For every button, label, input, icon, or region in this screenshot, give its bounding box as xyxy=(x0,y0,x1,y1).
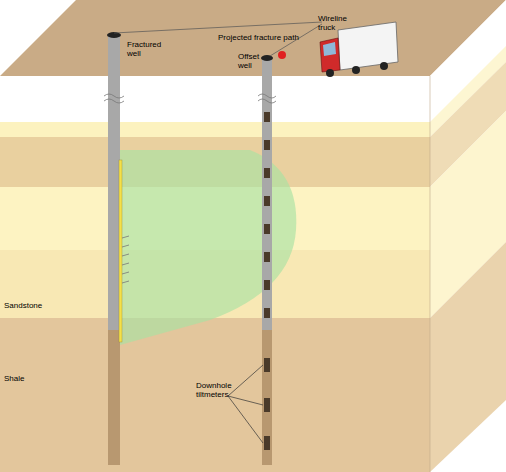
fracture-plane xyxy=(119,160,122,342)
well-label: Offset well xyxy=(238,52,264,70)
leader-lines xyxy=(228,365,263,443)
truck-label: Wireline truck xyxy=(318,14,358,32)
layer-gap xyxy=(0,76,430,122)
layer-label: Shale xyxy=(4,374,54,383)
layer-label: Sandstone xyxy=(4,301,64,310)
callout-label: Downhole tiltmeters xyxy=(196,381,242,399)
tiltmeters xyxy=(264,112,270,450)
wellhead xyxy=(261,55,273,61)
layer xyxy=(0,122,430,137)
projected-path-marker xyxy=(278,51,286,59)
fractured-well xyxy=(108,35,120,465)
shale-side xyxy=(430,242,506,472)
break-mark xyxy=(104,94,124,103)
callout-label: Projected fracture path xyxy=(218,33,328,42)
offset-well xyxy=(262,58,272,465)
ground-surface xyxy=(0,0,506,76)
fractured-well-lower xyxy=(108,330,120,465)
shale-layer xyxy=(0,318,430,472)
perforations xyxy=(122,236,129,283)
break-mark xyxy=(258,94,276,103)
well-label: Fractured well xyxy=(127,40,167,58)
offset-well-lower xyxy=(262,330,272,465)
block-edge xyxy=(430,76,431,472)
wireline xyxy=(114,22,322,33)
